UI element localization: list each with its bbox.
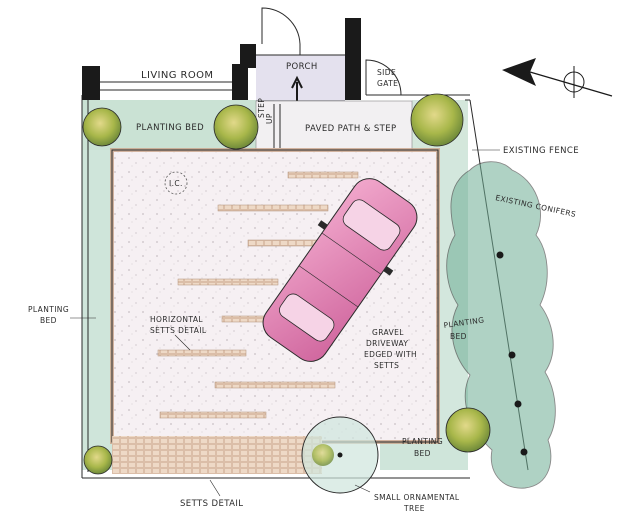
side-gate-swing — [365, 59, 402, 96]
label-paved-path: PAVED PATH & STEP — [305, 124, 397, 134]
labels: LIVING ROOM PORCH SIDE GATE STEP UP PLAN… — [28, 62, 579, 513]
label-existing-fence: EXISTING FENCE — [503, 146, 579, 156]
tree-bottom-left — [83, 445, 113, 475]
porch-floor — [256, 55, 345, 101]
label-horizontal-setts-1: HORIZONTAL — [150, 315, 203, 324]
label-living-room: LIVING ROOM — [141, 70, 213, 81]
label-planting-bed-left-1: PLANTING — [28, 305, 69, 314]
tree-top-right — [410, 93, 464, 147]
label-planting-bed-top: PLANTING BED — [136, 123, 204, 133]
existing-conifers — [446, 161, 556, 489]
leader-lines — [70, 149, 500, 497]
tree-top-left — [82, 107, 122, 147]
label-up: UP — [265, 113, 274, 124]
porch-door-swing — [261, 7, 301, 45]
car — [262, 178, 418, 362]
label-horizontal-setts-2: SETTS DETAIL — [150, 326, 207, 335]
north-arrow-icon — [502, 58, 613, 98]
label-gravel-1: GRAVEL — [372, 328, 404, 337]
label-small-tree-1: SMALL ORNAMENTAL — [374, 493, 460, 502]
label-planting-bed-bottom-1: PLANTING — [402, 437, 443, 446]
label-gravel-4: SETTS — [374, 361, 399, 370]
label-planting-bed-right-2: BED — [450, 332, 467, 341]
label-setts-detail: SETTS DETAIL — [180, 499, 243, 509]
paved-path — [255, 100, 413, 152]
label-small-tree-2: TREE — [403, 504, 425, 513]
label-gravel-3: EDGED WITH — [364, 350, 417, 359]
label-gravel-2: DRIVEWAY — [366, 339, 408, 348]
inspection-chamber — [164, 171, 188, 195]
tree-top-middle — [213, 104, 259, 150]
up-arrow-icon — [291, 75, 303, 103]
planting-bed-left — [82, 150, 112, 470]
tree-bottom-right — [445, 407, 491, 453]
label-porch: PORCH — [286, 62, 318, 72]
label-step: STEP — [257, 98, 266, 118]
label-side-gate-1: SIDE — [377, 68, 396, 77]
setts-detail-band — [112, 436, 322, 474]
label-side-gate-2: GATE — [377, 79, 398, 88]
house-walls — [82, 18, 361, 100]
label-planting-bed-bottom-2: BED — [414, 449, 431, 458]
label-planting-bed-left-2: BED — [40, 316, 57, 325]
label-ic: I.C. — [169, 179, 183, 188]
trees — [82, 93, 491, 494]
